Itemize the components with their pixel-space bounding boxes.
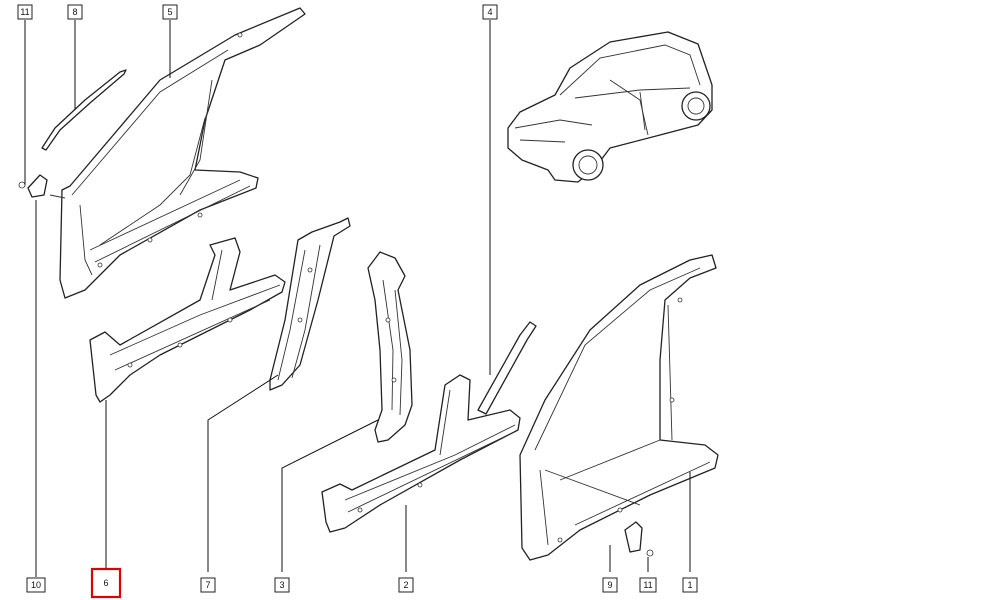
- part-4-seal-strip: [477, 321, 537, 415]
- callout-4[interactable]: 4: [482, 4, 498, 20]
- callout-2[interactable]: 2: [398, 577, 414, 593]
- callout-11-bottom[interactable]: 11: [639, 577, 657, 593]
- callout-1[interactable]: 1: [682, 577, 698, 593]
- part-6-sill-reinforcement: [89, 237, 286, 403]
- part-7-pillar-inner: [269, 217, 351, 391]
- svg-text:4: 4: [487, 7, 492, 17]
- svg-text:11: 11: [643, 580, 652, 590]
- callout-9[interactable]: 9: [602, 577, 618, 593]
- callout-7[interactable]: 7: [200, 577, 216, 593]
- part-8-roof-seal-strip: [41, 69, 127, 151]
- callout-10[interactable]: 10: [26, 577, 46, 593]
- part-9-bracket: [624, 521, 643, 553]
- callout-6[interactable]: 6: [90, 567, 122, 599]
- callout-11-top[interactable]: 11: [17, 4, 33, 20]
- part-11-small-bracket-top: [18, 174, 66, 199]
- svg-text:8: 8: [72, 7, 77, 17]
- svg-text:7: 7: [205, 580, 210, 590]
- callout-5[interactable]: 5: [162, 4, 178, 20]
- callout-8[interactable]: 8: [67, 4, 83, 20]
- svg-text:1: 1: [687, 580, 692, 590]
- svg-text:9: 9: [607, 580, 612, 590]
- part-5-side-frame-outer: [59, 7, 306, 299]
- svg-text:10: 10: [31, 580, 41, 590]
- callout-3[interactable]: 3: [274, 577, 290, 593]
- svg-text:3: 3: [279, 580, 284, 590]
- leader-lines: [24, 20, 691, 577]
- car-locator-illustration: [507, 31, 713, 183]
- part-3-pillar-outer: [367, 251, 413, 443]
- svg-text:5: 5: [167, 7, 172, 17]
- svg-text:2: 2: [403, 580, 408, 590]
- svg-text:11: 11: [20, 7, 29, 17]
- svg-text:6: 6: [103, 578, 108, 588]
- part-11-small-clip-bottom: [646, 549, 654, 557]
- part-1-body-side-complete: [519, 254, 719, 561]
- part-2-sill-outer: [321, 374, 521, 533]
